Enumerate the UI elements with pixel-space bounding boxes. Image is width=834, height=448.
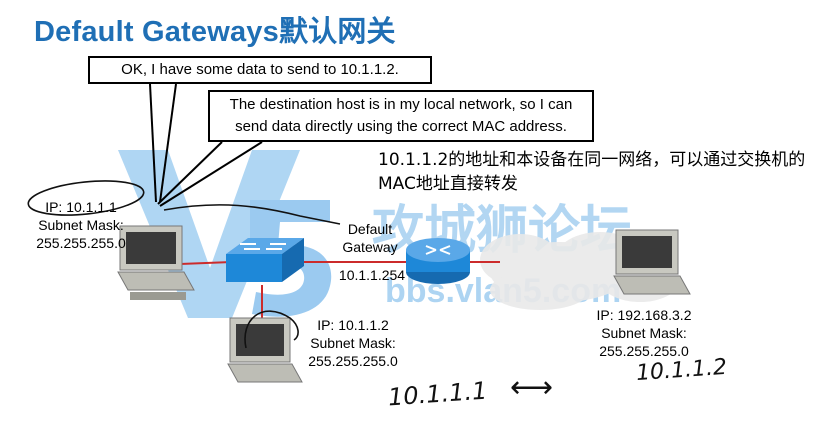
- host3-mask: 255.255.255.0: [599, 343, 689, 359]
- host2-computer-icon: [227, 317, 303, 383]
- gateway-ip: 10.1.1.254: [338, 267, 406, 283]
- host2-mask: 255.255.255.0: [308, 353, 398, 369]
- host3-label: IP: 192.168.3.2 Subnet Mask: 255.255.255…: [584, 306, 704, 360]
- gateway-label: Default Gateway: [334, 220, 406, 256]
- host1-mask: 255.255.255.0: [36, 235, 126, 251]
- callout-local-network-line2: send data directly using the correct MAC…: [235, 118, 567, 135]
- callout-local-network-line1: The destination host is in my local netw…: [229, 96, 573, 113]
- callout-send-data-text: OK, I have some data to send to 10.1.1.2…: [121, 61, 399, 78]
- host1-mask-label: Subnet Mask:: [38, 217, 124, 233]
- host2-label: IP: 10.1.1.2 Subnet Mask: 255.255.255.0: [298, 316, 408, 370]
- handwritten-marks: [27, 180, 341, 349]
- callout-pointers: [149, 83, 263, 207]
- page-title: Default Gateways默认网关: [34, 16, 396, 48]
- host3-mask-label: Subnet Mask:: [601, 325, 687, 341]
- router-icon: [406, 238, 470, 284]
- explanation-note: 10.1.1.2的地址和本设备在同一网络，可以通过交换机的MAC地址直接转发: [378, 150, 806, 194]
- host2-ip: IP: 10.1.1.2: [317, 317, 389, 333]
- network-links: [179, 261, 500, 320]
- host3-computer-icon: [613, 229, 691, 295]
- gateway-label-line2: Gateway: [342, 239, 398, 255]
- callout-send-data: OK, I have some data to send to 10.1.1.2…: [88, 56, 432, 84]
- gateway-label-line1: Default: [347, 221, 393, 237]
- switch-icon: [226, 238, 304, 282]
- host1-computer-icon: [117, 225, 195, 300]
- host2-mask-label: Subnet Mask:: [310, 335, 396, 351]
- host3-ip: IP: 192.168.3.2: [596, 307, 692, 323]
- host1-ip: IP: 10.1.1.1: [45, 199, 117, 215]
- host1-label: IP: 10.1.1.1 Subnet Mask: 255.255.255.0: [26, 198, 136, 252]
- handwritten-arrow: ⟷: [510, 370, 554, 405]
- callout-local-network: The destination host is in my local netw…: [208, 90, 594, 142]
